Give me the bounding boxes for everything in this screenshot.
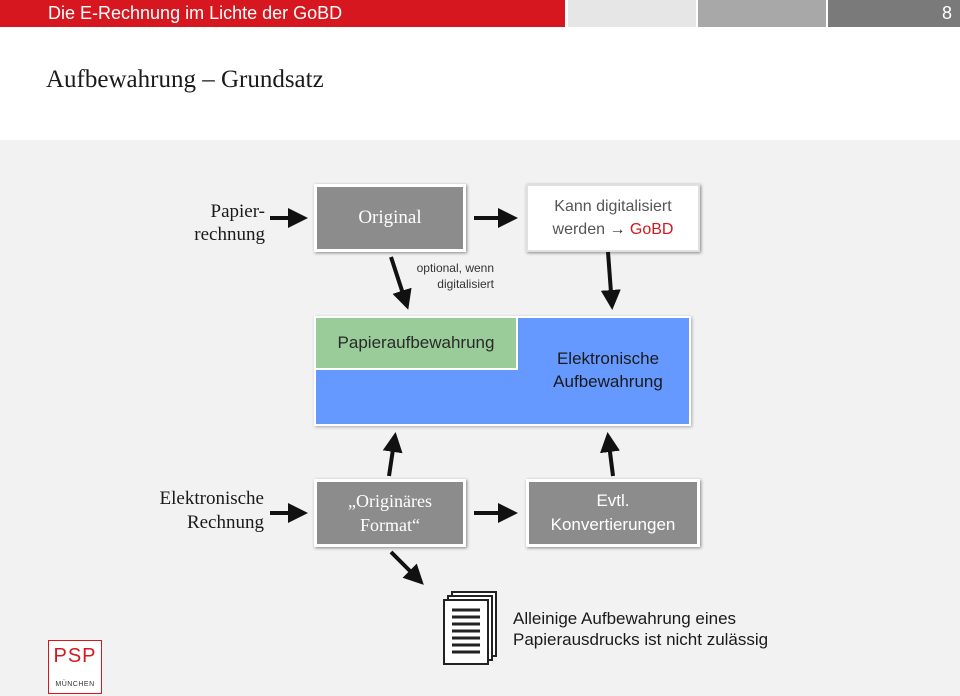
e-invoice-label: Elektronische Rechnung xyxy=(159,488,264,533)
top-bar: Die E-Rechnung im Lichte der GoBD 8 xyxy=(0,0,960,27)
arrow-conversions-to-storage xyxy=(600,432,620,477)
arrow-original-to-paper-storage xyxy=(389,256,412,310)
optional-note: optional, wenn digitalisiert xyxy=(416,261,494,291)
conversions-label: Evtl. Konvertierungen xyxy=(550,491,676,534)
digitize-box: Kann digitalisiert werden → GoBD xyxy=(526,184,700,252)
original-format-box: „Originäres Format“ xyxy=(314,479,466,547)
original-box: Original xyxy=(314,184,466,252)
arrow-digitize-to-electronic-storage xyxy=(600,251,621,310)
logo-text: PSP xyxy=(53,645,97,667)
electronic-storage-label: Elektronische Aufbewahrung xyxy=(553,349,663,391)
printout-note: Alleinige Aufbewahrung eines Papierausdr… xyxy=(513,609,769,649)
logo-subtext: MÜNCHEN xyxy=(55,681,95,688)
slide-title: Aufbewahrung – Grundsatz xyxy=(46,66,324,93)
gobd-label: GoBD xyxy=(629,221,674,238)
top-bar-grey-segment-2 xyxy=(698,0,826,27)
document-stack-icon xyxy=(443,591,497,665)
paper-storage-box: Papieraufbewahrung xyxy=(314,316,518,370)
presentation-title: Die E-Rechnung im Lichte der GoBD xyxy=(48,3,343,23)
top-bar-grey-segment-3 xyxy=(828,0,960,27)
top-bar-grey-segment-1 xyxy=(568,0,696,27)
psp-logo: PSP MÜNCHEN xyxy=(48,640,102,694)
page-number: 8 xyxy=(941,3,952,23)
arrow-format-to-printout xyxy=(389,550,424,585)
original-format-label: „Originäres Format“ xyxy=(348,491,432,535)
conversions-box: Evtl. Konvertierungen xyxy=(526,479,700,547)
arrow-format-to-storage xyxy=(382,432,403,477)
original-label: Original xyxy=(358,207,422,228)
implies-arrow: → xyxy=(609,221,630,238)
paper-invoice-label: Papier- rechnung xyxy=(194,201,265,245)
top-bar-red-segment xyxy=(0,0,565,27)
digitize-label: Kann digitalisiert werden xyxy=(552,198,672,238)
